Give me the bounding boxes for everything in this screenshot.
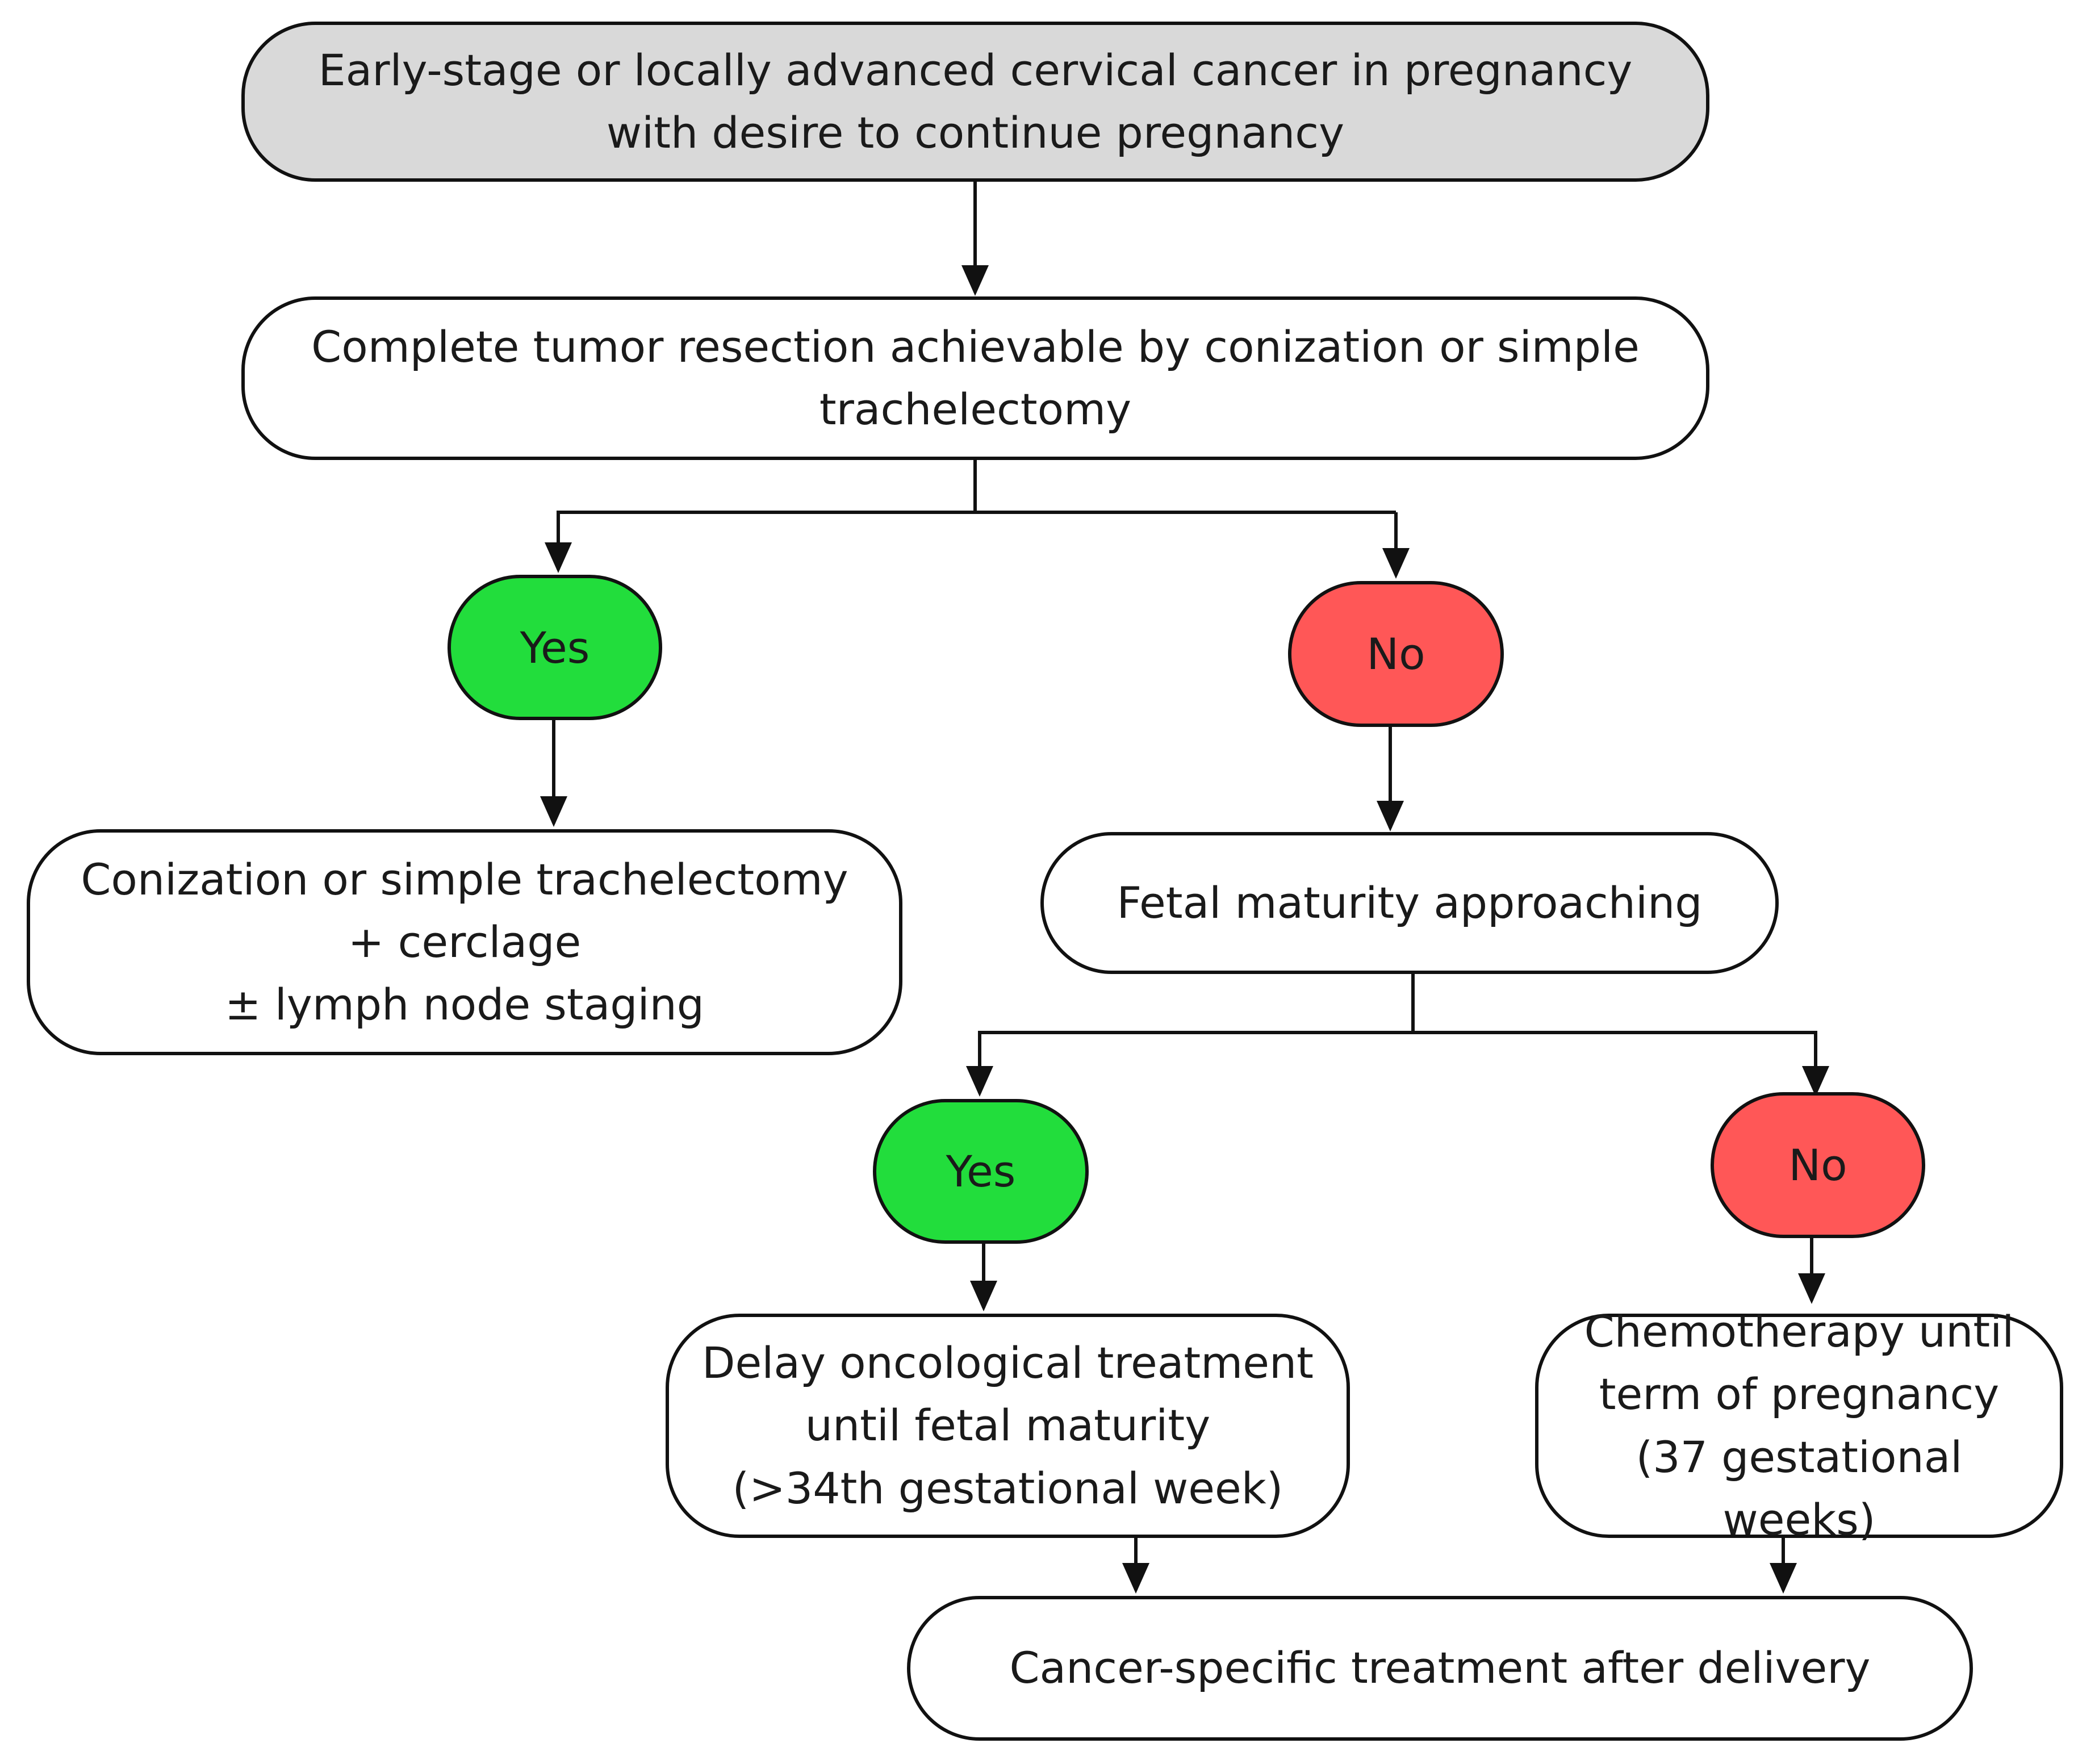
fetal-maturity-question-box: Fetal maturity approaching <box>1040 832 1779 974</box>
resection-question-box: Complete tumor resection achievable by c… <box>241 296 1709 460</box>
final-treatment-box: Cancer-specific treatment after delivery <box>907 1596 1973 1741</box>
conization-treatment-box: Conization or simple trachelectomy + cer… <box>27 829 902 1055</box>
yes-decision-1: Yes <box>448 575 662 720</box>
no-decision-1: No <box>1288 581 1504 727</box>
resection-question-text: Complete tumor resection achievable by c… <box>311 321 1640 434</box>
yes-decision-2: Yes <box>873 1099 1089 1244</box>
chemotherapy-treatment-text: Chemotherapy until term of pregnancy (37… <box>1584 1306 2014 1545</box>
root-condition-box: Early-stage or locally advanced cervical… <box>241 22 1709 182</box>
chemotherapy-treatment-box: Chemotherapy until term of pregnancy (37… <box>1535 1306 2063 1545</box>
delay-treatment-text: Delay oncological treatment until fetal … <box>702 1337 1314 1514</box>
no-label-1: No <box>1366 629 1425 679</box>
yes-label-2: Yes <box>946 1146 1016 1197</box>
delay-treatment-box: Delay oncological treatment until fetal … <box>666 1314 1350 1538</box>
yes-label-1: Yes <box>520 622 590 673</box>
conization-treatment-text: Conization or simple trachelectomy + cer… <box>81 854 848 1030</box>
no-label-2: No <box>1788 1140 1847 1190</box>
no-decision-2: No <box>1711 1092 1925 1238</box>
fetal-maturity-question-text: Fetal maturity approaching <box>1117 877 1703 928</box>
final-treatment-text: Cancer-specific treatment after delivery <box>1009 1642 1871 1694</box>
root-condition-text: Early-stage or locally advanced cervical… <box>318 44 1633 158</box>
